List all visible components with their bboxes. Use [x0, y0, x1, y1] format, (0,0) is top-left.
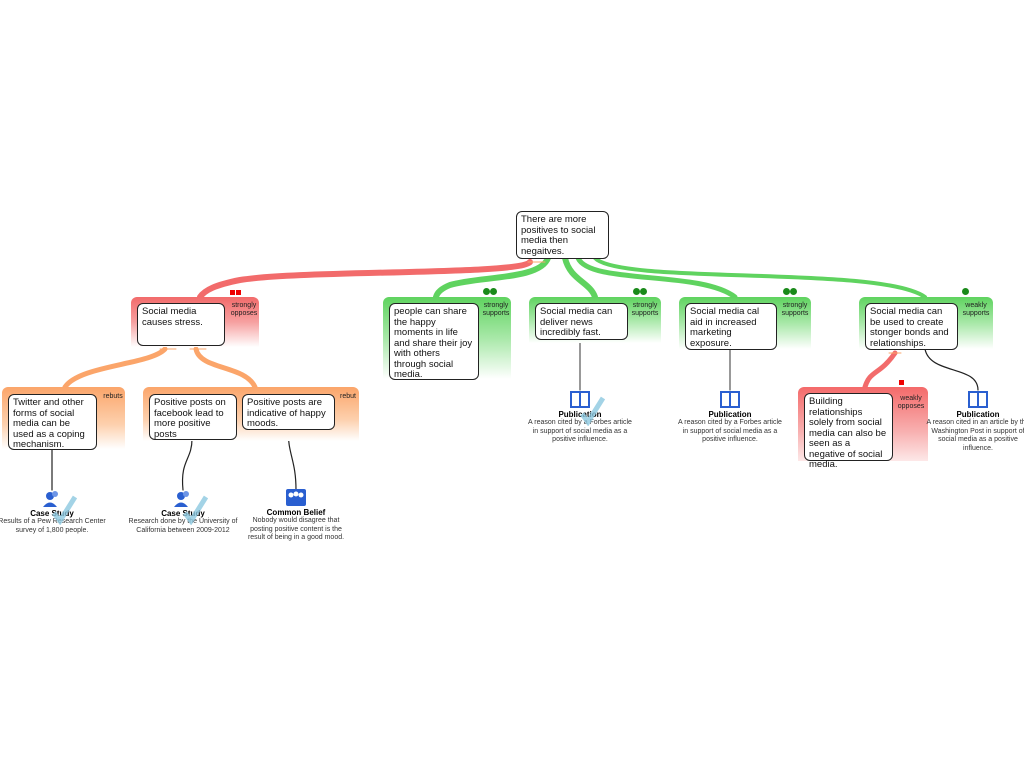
strength-marker: [236, 290, 241, 295]
relation-label: weakly opposes: [897, 395, 925, 410]
claim-box[interactable]: Social media cal aid in increased market…: [685, 303, 777, 350]
evidence-publication[interactable]: Publication A reason cited by a Forbes a…: [525, 391, 635, 445]
claim-box[interactable]: people can share the happy moments in li…: [389, 303, 479, 380]
evidence-case-study[interactable]: Case Study Results of a Pew Research Cen…: [0, 490, 107, 535]
evidence-type: Case Study: [30, 509, 74, 518]
rebuttal-box[interactable]: Positive posts on facebook lead to more …: [149, 394, 237, 440]
evidence-type: Publication: [708, 410, 752, 419]
evidence-desc: A reason cited by a Forbes article in su…: [678, 419, 782, 443]
checkmark-icon: [52, 495, 77, 525]
evidence-publication[interactable]: Publication A reason cited in an article…: [923, 391, 1024, 453]
rebuttal-box[interactable]: Twitter and other forms of social media …: [8, 394, 97, 450]
strength-dot: [483, 288, 490, 295]
root-claim[interactable]: There are more positives to social media…: [516, 211, 609, 259]
evidence-desc: Nobody would disagree that posting posit…: [247, 517, 345, 541]
evidence-type: Case Study: [161, 509, 205, 518]
relation-label: weakly supports: [962, 302, 990, 317]
book-icon: [570, 391, 590, 408]
evidence-desc: A reason cited by a Forbes article in su…: [528, 419, 632, 443]
relation-label: strongly opposes: [230, 302, 258, 317]
evidence-publication[interactable]: Publication A reason cited by a Forbes a…: [675, 391, 785, 445]
strength-dot: [640, 288, 647, 295]
book-icon: [968, 391, 988, 408]
evidence-desc: Research done by the University of Calif…: [128, 518, 238, 534]
person-icon: [174, 491, 189, 507]
rebuttal-box[interactable]: Positive posts are indicative of happy m…: [242, 394, 335, 430]
relation-label: strongly supports: [631, 302, 659, 317]
strength-marker: [230, 290, 235, 295]
claim-box[interactable]: Social media causes stress.: [137, 303, 225, 346]
strength-dot: [633, 288, 640, 295]
relation-label: strongly supports: [482, 302, 510, 317]
claim-box[interactable]: Social media can be used to create stong…: [865, 303, 958, 350]
strength-marker: [899, 380, 904, 385]
person-icon: [43, 491, 58, 507]
group-icon: [286, 489, 306, 506]
evidence-type: Publication: [956, 410, 1000, 419]
evidence-type: Common Belief: [266, 508, 326, 517]
book-icon: [720, 391, 740, 408]
evidence-desc: Results of a Pew Research Center survey …: [0, 518, 106, 534]
strength-dot: [490, 288, 497, 295]
relation-label: rebut: [340, 393, 356, 400]
strength-dot: [790, 288, 797, 295]
relation-label: strongly supports: [781, 302, 809, 317]
relation-label: rebuts: [103, 393, 123, 400]
checkmark-icon: [183, 495, 208, 525]
checkmark-icon: [580, 396, 605, 426]
evidence-type: Publication: [558, 410, 602, 419]
evidence-case-study[interactable]: Case Study Research done by the Universi…: [128, 490, 238, 535]
evidence-desc: A reason cited in an article by the Wash…: [926, 419, 1024, 452]
evidence-common-belief[interactable]: Common Belief Nobody would disagree that…: [241, 489, 351, 543]
strength-dot: [962, 288, 969, 295]
claim-box[interactable]: Social media can deliver news incredibly…: [535, 303, 628, 340]
rebuttal-box[interactable]: Building relationships solely from socia…: [804, 393, 893, 470]
strength-dot: [783, 288, 790, 295]
